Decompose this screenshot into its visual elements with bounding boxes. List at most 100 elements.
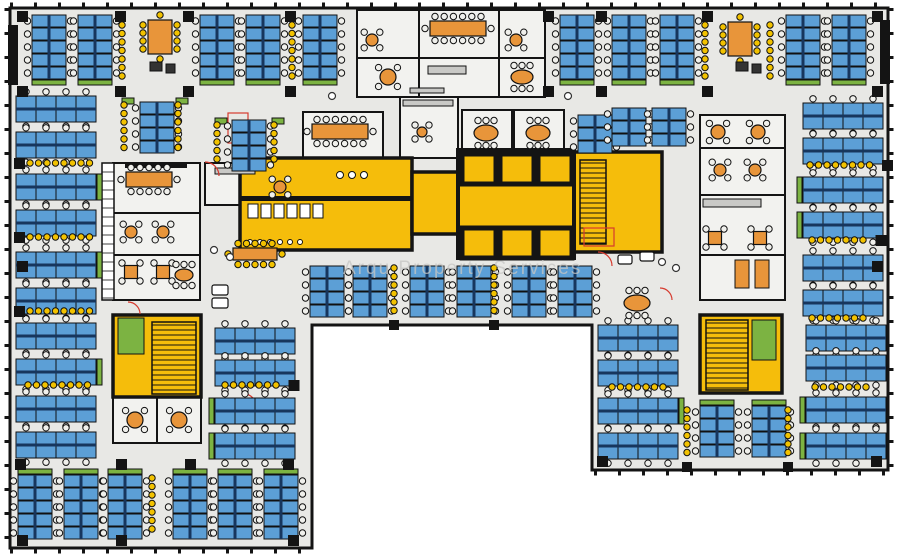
task-chair	[604, 425, 612, 433]
task-chair	[9, 516, 18, 524]
oval-table	[510, 61, 534, 93]
structural-column	[872, 11, 883, 22]
task-chair	[255, 490, 264, 498]
task-chair	[221, 352, 229, 360]
banquette-chair	[156, 11, 164, 19]
task-chair	[118, 277, 126, 285]
cabinet	[77, 79, 113, 86]
desk-cluster	[805, 317, 887, 359]
task-chair	[777, 17, 786, 25]
task-chair	[337, 17, 346, 25]
task-chair	[99, 529, 108, 537]
task-chair	[294, 69, 303, 77]
structural-column	[872, 261, 883, 272]
task-chair	[829, 95, 837, 103]
task-chair	[127, 187, 135, 196]
task-chair	[551, 69, 560, 77]
task-chair	[22, 388, 30, 396]
banquette-chair	[390, 298, 398, 306]
banquette-chair	[118, 38, 126, 46]
task-chair	[298, 529, 307, 537]
desk-cluster	[301, 265, 353, 318]
task-chair	[866, 56, 875, 64]
task-chair	[167, 236, 175, 244]
task-chair	[872, 347, 880, 355]
toilet-stall	[299, 203, 311, 219]
banquette-chair	[766, 72, 774, 80]
structural-column	[116, 459, 127, 470]
banquette-chair	[816, 314, 825, 322]
task-chair	[55, 490, 64, 498]
task-chair	[777, 56, 786, 64]
task-chair	[869, 247, 877, 255]
plant	[563, 91, 573, 101]
task-chair	[869, 169, 877, 177]
banquette-chair	[41, 381, 49, 389]
cabinet	[208, 397, 215, 425]
banquette-row	[24, 381, 92, 389]
task-chair	[237, 43, 246, 51]
task-chair	[168, 277, 176, 285]
task-chair	[624, 425, 632, 433]
task-chair	[832, 347, 840, 355]
desk-cluster	[823, 14, 875, 86]
banquette-chair	[213, 155, 221, 163]
desk-cluster	[15, 351, 103, 393]
task-chair	[594, 56, 603, 64]
task-chair	[55, 529, 64, 537]
desk-cluster	[15, 424, 97, 466]
cabinet	[302, 79, 338, 86]
desk-cluster	[214, 352, 296, 394]
task-chair	[641, 286, 649, 295]
task-chair	[569, 117, 578, 125]
task-chair	[121, 425, 130, 434]
fixture	[297, 239, 303, 245]
banquette-chair	[490, 289, 498, 298]
banquette-chair	[118, 21, 126, 29]
task-chair	[458, 36, 467, 45]
banquette-chair	[616, 383, 625, 391]
task-chair	[209, 503, 218, 511]
task-chair	[534, 141, 542, 150]
task-chair	[812, 459, 820, 467]
task-chair	[694, 43, 703, 51]
task-chair	[520, 28, 528, 36]
banquette-chair	[259, 260, 268, 269]
banquette-strip	[766, 21, 774, 80]
banquette-chair	[753, 31, 761, 39]
banquette-chair	[234, 260, 242, 269]
toilet-stall	[260, 203, 272, 219]
task-chair	[503, 281, 512, 289]
banquette-chair	[118, 63, 126, 72]
banquette-chair	[784, 431, 792, 440]
task-chair	[69, 69, 78, 77]
task-chair	[849, 95, 857, 103]
task-chair	[42, 166, 50, 174]
sofa	[211, 284, 229, 296]
banquette-chair	[850, 236, 859, 244]
task-chair	[209, 490, 218, 498]
banquette-chair	[766, 29, 774, 38]
task-chair	[686, 123, 695, 131]
task-chair	[869, 130, 877, 138]
banquette-row	[221, 380, 300, 391]
task-chair	[82, 424, 90, 432]
structural-column	[871, 456, 882, 467]
banquette-chair	[255, 381, 263, 389]
task-chair	[734, 421, 743, 429]
banquette-chair	[390, 289, 398, 298]
task-chair	[62, 88, 70, 96]
task-chair	[594, 43, 603, 51]
round-table	[411, 121, 433, 143]
task-chair	[866, 43, 875, 51]
task-chair	[42, 388, 50, 396]
task-chair	[374, 82, 383, 91]
banquette-chair	[77, 159, 85, 167]
task-chair	[112, 43, 121, 51]
structural-column	[115, 86, 126, 97]
task-chair	[261, 352, 269, 360]
banquette-chair	[148, 508, 156, 516]
round-table	[745, 119, 771, 145]
task-chair	[9, 503, 18, 511]
task-chair	[42, 424, 50, 432]
